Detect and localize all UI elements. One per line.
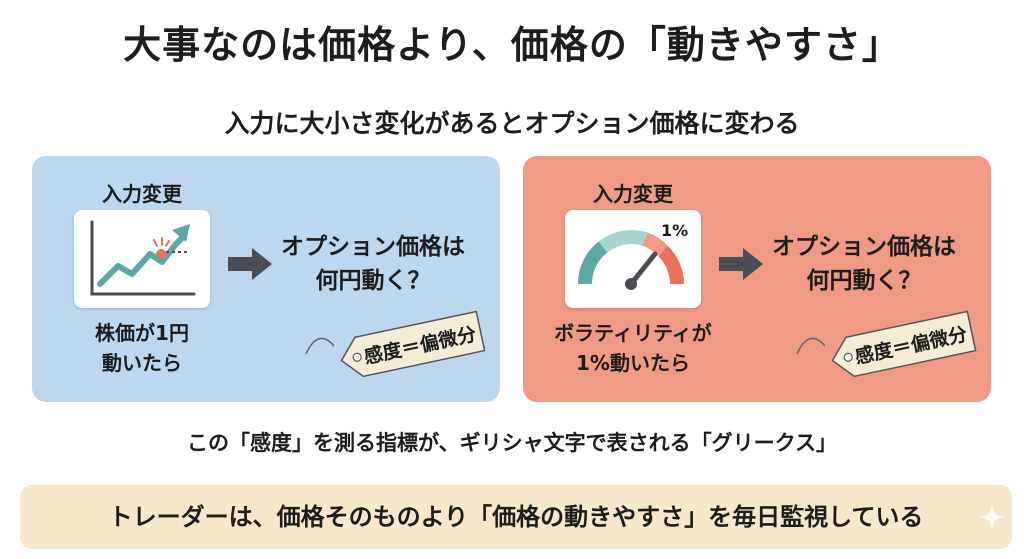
gauge-card: 1% bbox=[565, 210, 701, 308]
option-price-question: オプション価格は 何円動く？ bbox=[268, 230, 478, 298]
volatility-gauge-icon: 1% bbox=[577, 221, 688, 290]
result-line-1: オプション価格は bbox=[281, 234, 465, 260]
page-title: 大事なのは価格より、価格の「動きやすさ」 bbox=[123, 23, 901, 67]
right-arrow-icon bbox=[719, 248, 763, 280]
key-message-bar: トレーダーは、価格そのものより「価格の動きやすさ」を毎日監視している bbox=[20, 485, 1012, 549]
key-message-text: トレーダーは、価格そのものより「価格の動きやすさ」を毎日監視している bbox=[108, 503, 924, 531]
stock-price-caption: 株価が1円 動いたら bbox=[42, 318, 242, 378]
volatility-panel: 入力変更 1% オプション価格は 何円動く？ ボラティリティが 1%動いたら 感… bbox=[523, 156, 991, 402]
sensitivity-tag: 感度＝偏微分 bbox=[305, 310, 486, 378]
caption-line-2: 動いたら bbox=[102, 351, 182, 375]
input-change-label: 入力変更 bbox=[593, 182, 673, 206]
sensitivity-tag: 感度＝偏微分 bbox=[796, 310, 977, 378]
option-price-question: オプション価格は 何円動く？ bbox=[759, 230, 969, 298]
stock-price-panel: 入力変更 オプション価格は 何円動く？ 株価が1円 動いたら 感度＝偏微分 bbox=[32, 156, 500, 402]
result-line-2: 何円動く？ bbox=[806, 268, 922, 294]
right-arrow-icon bbox=[228, 248, 272, 280]
gauge-label: 1% bbox=[661, 221, 688, 240]
result-line-2: 何円動く？ bbox=[315, 268, 431, 294]
caption-line-1: 株価が1円 bbox=[95, 321, 189, 345]
stock-chart-card bbox=[74, 210, 210, 308]
caption-line-1: ボラティリティが bbox=[554, 321, 712, 345]
caption-line-2: 1%動いたら bbox=[576, 351, 690, 375]
greeks-explanation: この「感度」を測る指標が、ギリシャ文字で表される「グリークス」 bbox=[187, 431, 837, 455]
volatility-caption: ボラティリティが 1%動いたら bbox=[533, 318, 733, 378]
rising-stock-chart-icon bbox=[90, 220, 196, 296]
result-line-1: オプション価格は bbox=[772, 234, 956, 260]
sparkle-icon bbox=[978, 503, 1006, 531]
input-change-label: 入力変更 bbox=[102, 182, 182, 206]
page-subtitle: 入力に大小さ変化があるとオプション価格に変わる bbox=[224, 109, 800, 138]
